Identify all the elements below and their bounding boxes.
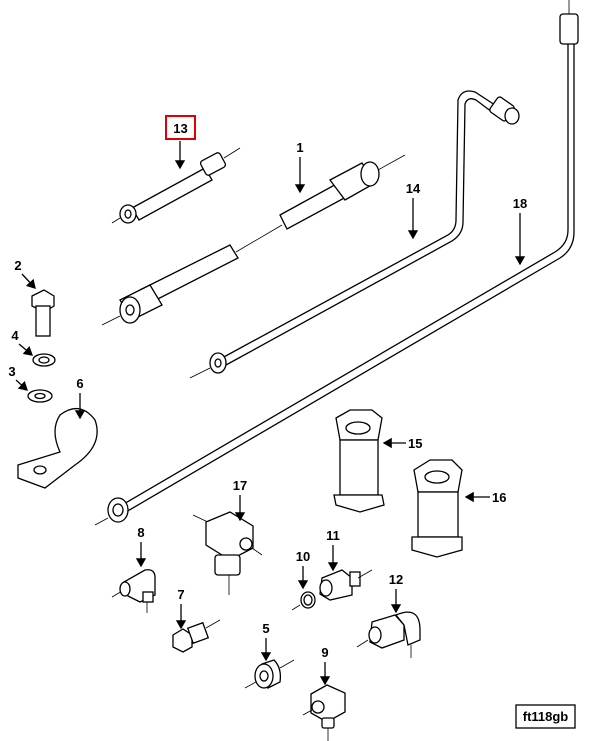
connector-part-11 <box>319 569 373 601</box>
callout-12: 12 <box>389 572 403 614</box>
callout-label: 14 <box>406 181 421 196</box>
bolt-part-2 <box>31 289 55 337</box>
elbow-part-12 <box>356 611 421 658</box>
fitting-part-16 <box>411 459 463 558</box>
callout-label: 9 <box>321 645 328 660</box>
figure-id-tag: ft118gb <box>515 704 576 729</box>
callout-7: 7 <box>175 587 187 630</box>
clamp-part-6 <box>17 408 98 489</box>
callout-15: 15 <box>382 436 422 451</box>
callout-label: 6 <box>76 376 83 391</box>
callout-label: 11 <box>326 528 340 543</box>
callout-label: 10 <box>296 549 310 564</box>
tube-part-14 <box>189 90 520 379</box>
callout-16: 16 <box>464 490 506 505</box>
callout-9: 9 <box>319 645 331 686</box>
callout-label: 1 <box>296 140 303 155</box>
figure-id: ft118gb <box>523 709 569 724</box>
lock-washer-part-4 <box>32 353 56 367</box>
callout-18: 18 <box>513 196 527 266</box>
elbow-part-8 <box>111 569 156 613</box>
callout-label: 8 <box>137 525 144 540</box>
callout-6: 6 <box>74 376 86 420</box>
callout-label: 16 <box>492 490 506 505</box>
callout-13: 13 <box>165 115 196 170</box>
callout-label: 2 <box>14 258 21 273</box>
callout-label: 18 <box>513 196 527 211</box>
fitting-part-15 <box>333 409 385 513</box>
o-ring-part-10 <box>291 591 316 611</box>
spacer-part-5 <box>244 659 295 689</box>
callout-5: 5 <box>260 621 272 662</box>
callout-label: 4 <box>11 328 19 343</box>
callout-11: 11 <box>326 528 340 572</box>
callout-4: 4 <box>11 328 33 356</box>
callout-label: 17 <box>233 478 247 493</box>
screw-part-7 <box>172 619 221 653</box>
callout-label: 12 <box>389 572 403 587</box>
callout-8: 8 <box>135 525 147 568</box>
callout-label: 15 <box>408 436 422 451</box>
callout-label: 5 <box>262 621 269 636</box>
callout-1: 1 <box>294 140 306 194</box>
callout-14: 14 <box>406 181 421 240</box>
callout-label: 3 <box>8 364 15 379</box>
highlight-box <box>165 115 196 140</box>
callout-label: 13 <box>173 121 187 136</box>
callout-3: 3 <box>8 364 28 391</box>
tee-fitting-part-9 <box>302 684 346 741</box>
washer-part-3 <box>27 389 53 403</box>
callout-2: 2 <box>14 258 36 289</box>
callout-label: 7 <box>177 587 184 602</box>
tube-part-13 <box>111 147 241 224</box>
tee-fitting-part-17 <box>192 511 263 595</box>
hose-part-1 <box>101 154 406 326</box>
callout-10: 10 <box>296 549 310 590</box>
callout-17: 17 <box>233 478 247 522</box>
tube-part-18 <box>94 0 579 526</box>
